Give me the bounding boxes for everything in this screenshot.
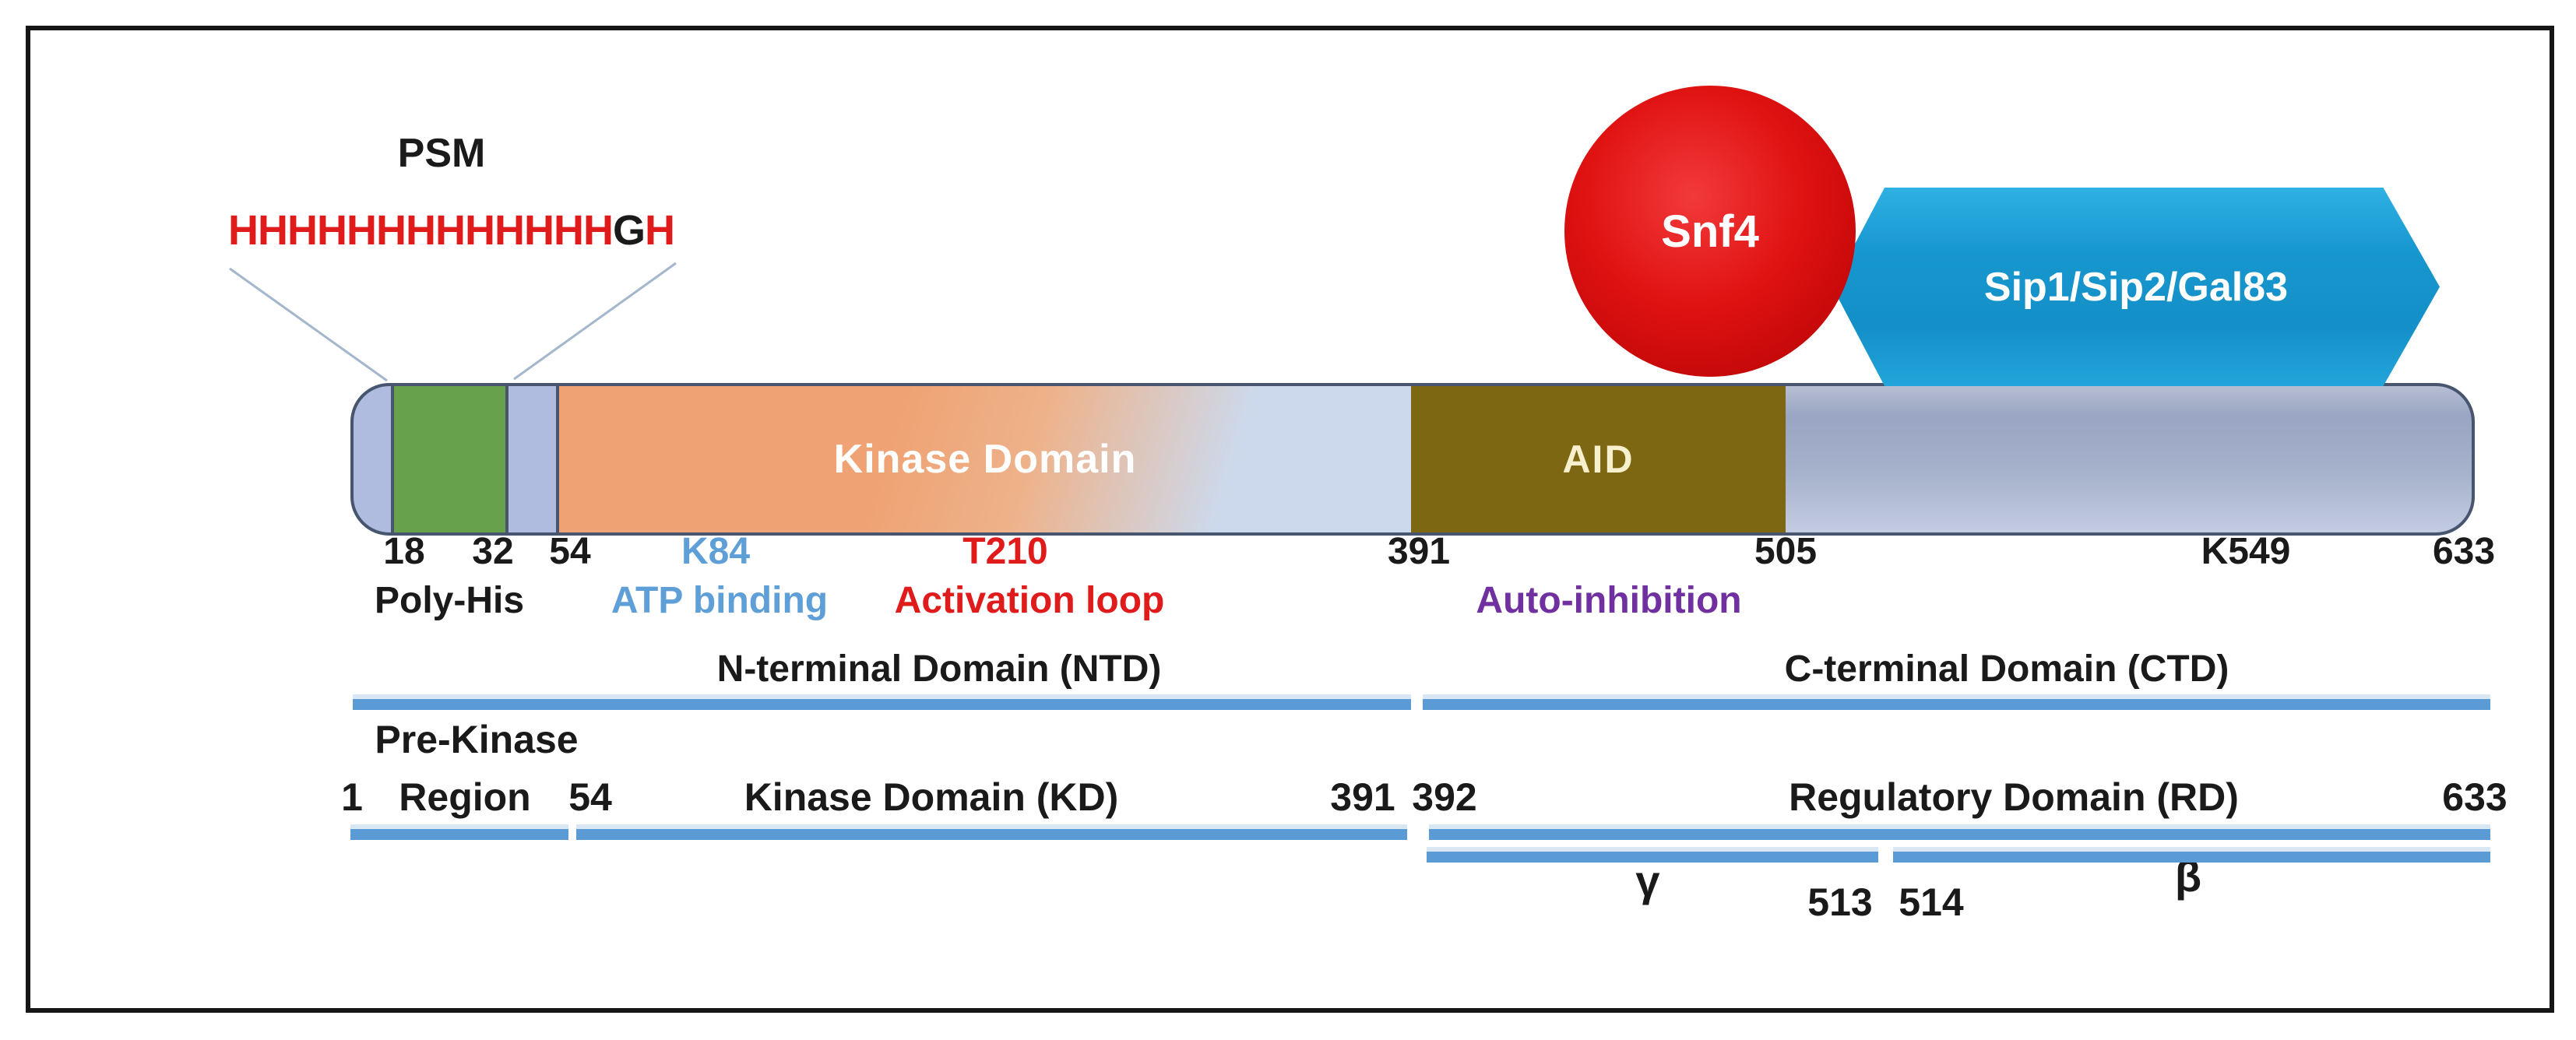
residue-k549: K549 — [2201, 531, 2291, 572]
protein-bar: Kinase Domain AID — [350, 383, 2475, 536]
feature-poly-his: Poly-His — [374, 580, 525, 621]
kinase-domain-label: Kinase Domain — [833, 437, 1137, 482]
residue-32: 32 — [472, 531, 514, 572]
segment-kinase-domain: Kinase Domain — [559, 383, 1411, 536]
his-gly-text: G — [612, 207, 646, 254]
residue-513: 513 — [1807, 880, 1873, 924]
ntd-range-line — [353, 699, 1411, 710]
psm-label: PSM — [397, 131, 486, 176]
ntd-label: N-terminal Domain (NTD) — [716, 648, 1162, 690]
beta-subunits-label: Sip1/Sip2/Gal83 — [1983, 264, 2289, 310]
his-run-text: HHHHHHHHHHHHH — [228, 207, 614, 254]
residue-k84: K84 — [681, 531, 751, 572]
subregion-392: 392 — [1412, 775, 1477, 819]
kd-label: Kinase Domain (KD) — [744, 775, 1119, 819]
residue-54: 54 — [549, 531, 591, 572]
segment-n-cap — [350, 383, 391, 536]
segment-aid: AID — [1411, 383, 1786, 536]
aid-label: AID — [1562, 437, 1635, 481]
snf4-circle: Snf4 — [1564, 86, 1856, 377]
beta-binding-range-line — [1893, 852, 2490, 863]
subregion-633: 633 — [2442, 775, 2507, 819]
his-tail-text: H — [644, 207, 675, 254]
ctd-range-line — [1423, 699, 2490, 710]
residue-633: 633 — [2432, 531, 2496, 572]
segment-poly-his — [391, 383, 509, 536]
pre-kinase-label: Pre-Kinase — [375, 718, 579, 761]
beta-subunit-hexagon: Sip1/Sip2/Gal83 — [1832, 188, 2440, 386]
residue-18: 18 — [383, 531, 425, 572]
residue-t210: T210 — [962, 531, 1048, 572]
segment-ctd — [1786, 383, 2475, 536]
pre-kinase-region-word: Region — [399, 775, 531, 819]
kd-range-line — [576, 829, 1407, 840]
gamma-site-label: γ — [1635, 856, 1660, 905]
subregion-391: 391 — [1330, 775, 1395, 819]
residue-391: 391 — [1387, 531, 1451, 572]
pre-kinase-range-line — [350, 829, 568, 840]
subregion-54: 54 — [568, 775, 612, 819]
feature-auto-inhibition: Auto-inhibition — [1476, 580, 1742, 621]
rd-label: Regulatory Domain (RD) — [1789, 775, 2239, 819]
residue-505: 505 — [1754, 531, 1818, 572]
callout-line-left — [229, 267, 388, 382]
feature-atp-binding: ATP binding — [611, 580, 829, 621]
gamma-binding-range-line — [1427, 852, 1878, 863]
snf4-label: Snf4 — [1661, 206, 1759, 257]
residue-514: 514 — [1899, 880, 1964, 924]
rd-range-line — [1429, 829, 2490, 840]
subregion-start-1: 1 — [341, 775, 363, 819]
segment-linker — [509, 383, 559, 536]
callout-line-right — [513, 262, 677, 381]
ctd-label: C-terminal Domain (CTD) — [1784, 648, 2229, 690]
poly-his-sequence: HHHHHHHHHHHHHGH — [228, 206, 675, 255]
feature-activation-loop: Activation loop — [894, 580, 1165, 621]
